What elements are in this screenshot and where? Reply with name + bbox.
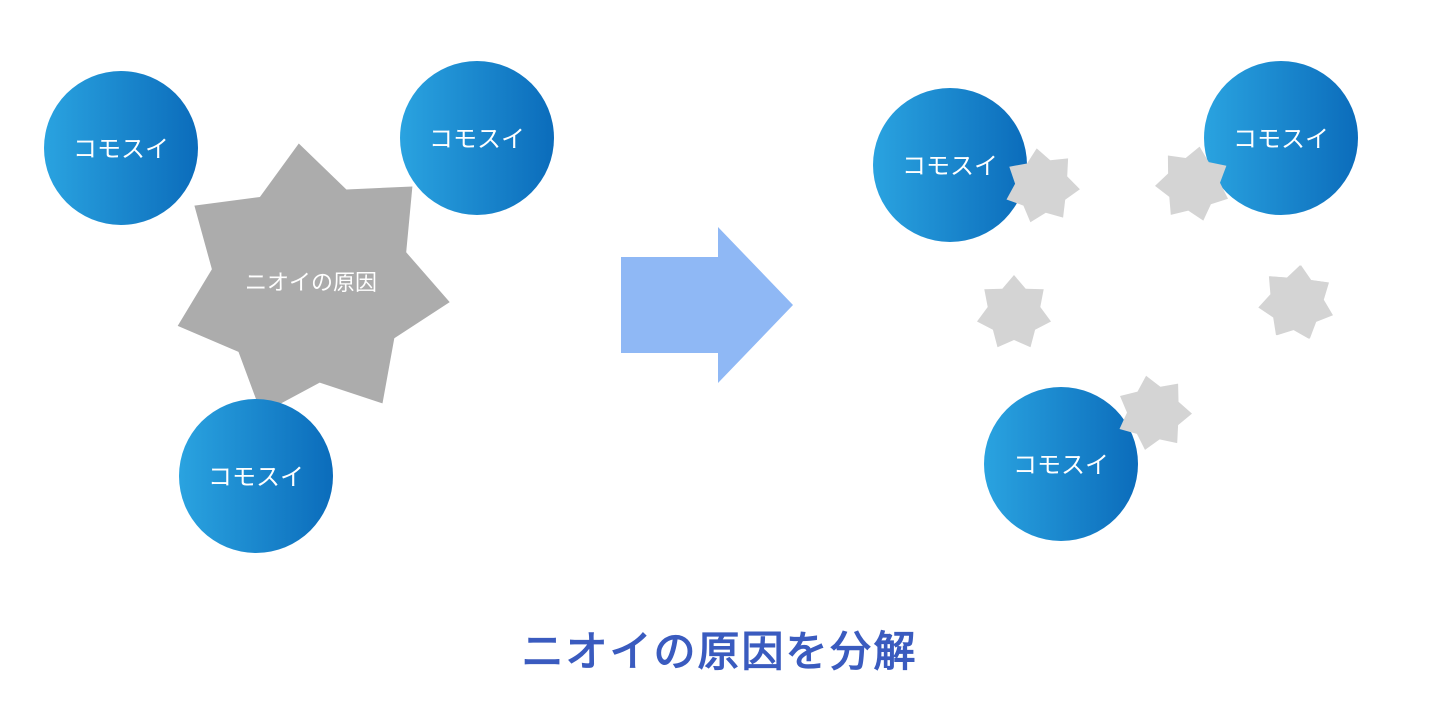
adsorbent-label: コモスイ [429, 125, 525, 153]
odor-fragment-icon [1259, 265, 1333, 339]
adsorbent-label: コモスイ [902, 152, 998, 180]
odor-fragment-icon [977, 275, 1051, 348]
odor-fragment-icon [1155, 146, 1228, 221]
right-arrow-icon [621, 227, 793, 383]
diagram-caption: ニオイの原因を分解 [521, 627, 918, 676]
adsorbent-label: コモスイ [1013, 451, 1109, 479]
adsorbent-label: コモスイ [1233, 125, 1329, 153]
odor-source-star: ニオイの原因 [177, 143, 450, 414]
odor-fragments [977, 146, 1333, 450]
adsorbent-label: コモスイ [208, 463, 304, 491]
adsorbent-ball: コモスイ [1204, 61, 1358, 215]
odor-source-label: ニオイの原因 [245, 271, 377, 296]
adsorbent-ball: コモスイ [44, 71, 198, 225]
adsorbent-label: コモスイ [73, 135, 169, 163]
adsorbent-ball: コモスイ [400, 61, 554, 215]
odor-fragment-icon [1006, 148, 1080, 223]
odor-fragment-icon [1119, 375, 1192, 450]
adsorbent-ball: コモスイ [179, 399, 333, 553]
adsorbent-ball: コモスイ [984, 387, 1138, 541]
adsorbent-ball: コモスイ [873, 88, 1027, 242]
odor-decomposition-diagram: ニオイの原因 コモスイ コモスイ コモスイ コモスイ コモスイ コモスイ [44, 61, 1358, 553]
